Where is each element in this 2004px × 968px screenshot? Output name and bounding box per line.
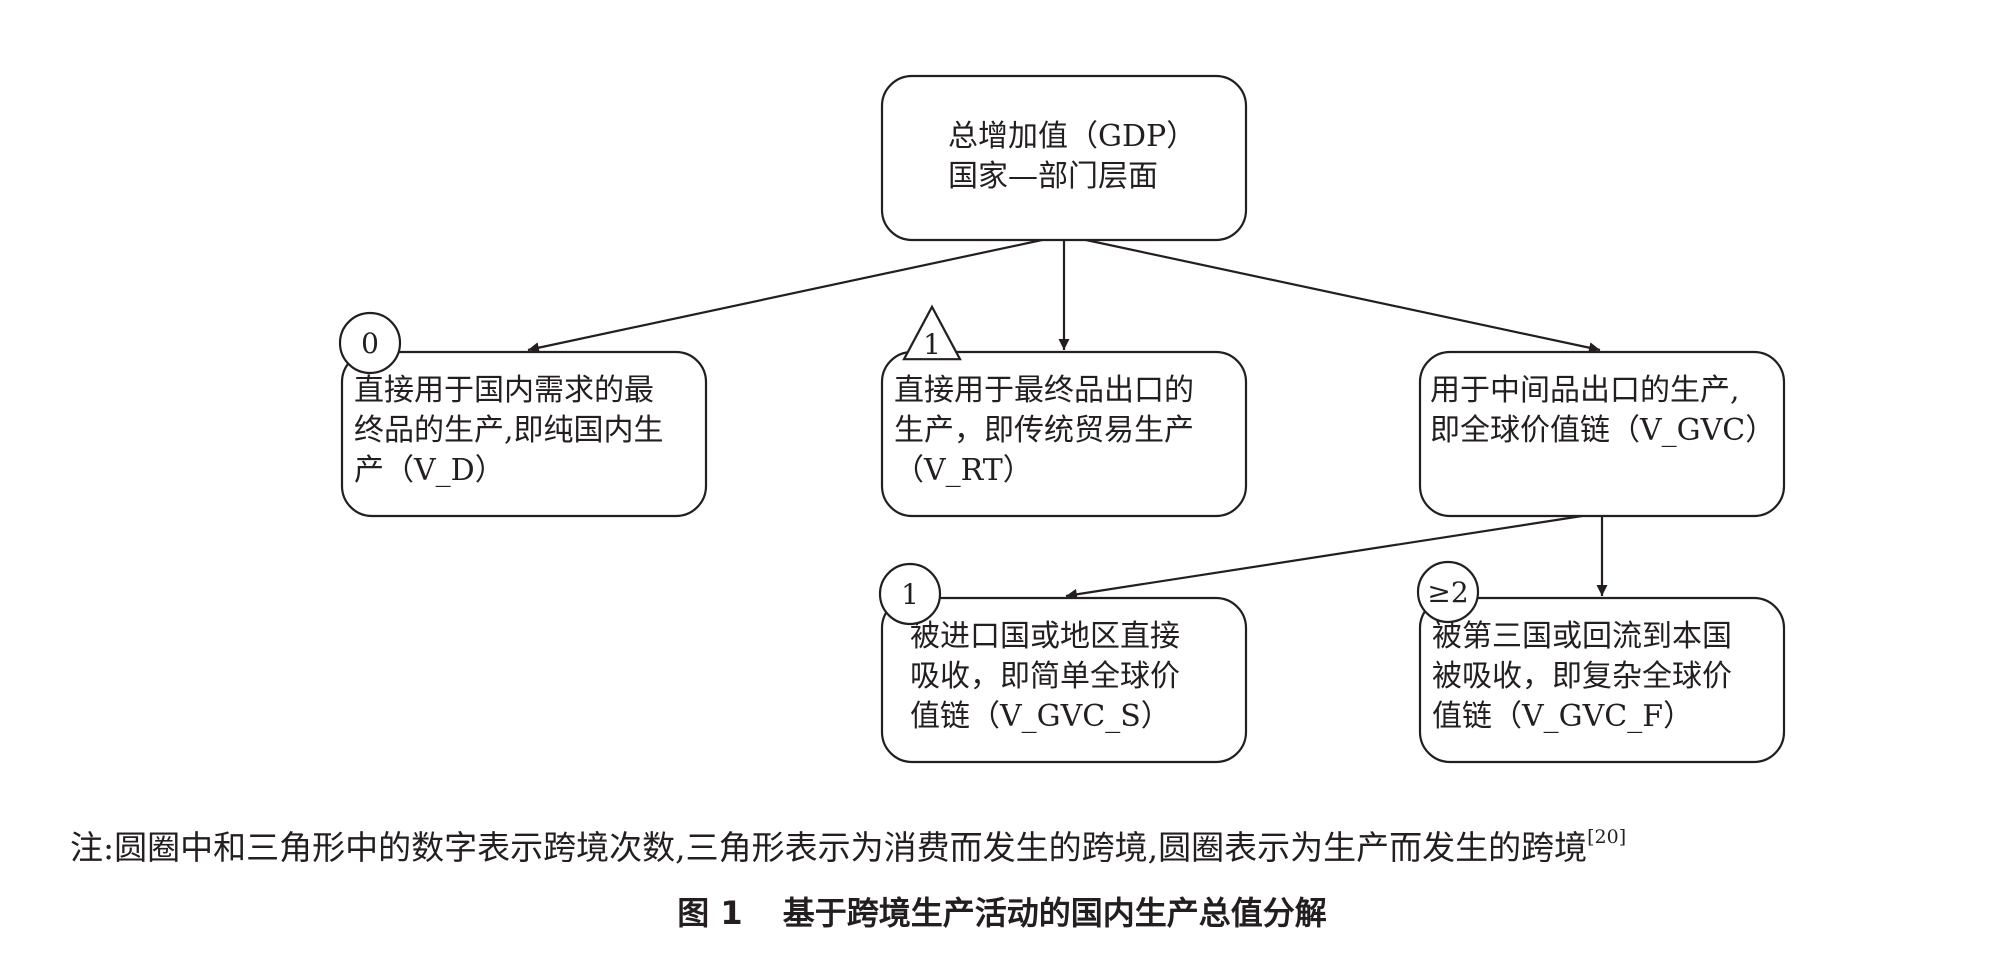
badge-label-vgvcf: ≥2 — [1427, 576, 1468, 609]
node-gdp: 总增加值（GDP） 国家—部门层面 — [880, 74, 1248, 242]
node-label-vd-line-0: 直接用于国内需求的最 — [354, 373, 654, 408]
node-label-vrt-line-0: 直接用于最终品出口的 — [894, 373, 1194, 408]
node-box-gdp — [880, 74, 1248, 242]
node-label-gdp-line-0: 总增加值（GDP） — [948, 119, 1196, 154]
badge-label-vd: 0 — [361, 327, 379, 360]
badge-vgvcs: 1 — [878, 562, 942, 626]
edge-vgvc-to-vgvcs — [1065, 514, 1583, 600]
node-label-vd-line-2: 产（V_D） — [354, 453, 505, 488]
badge-circle-vd — [338, 311, 402, 375]
badge-label-vrt: 1 — [923, 328, 941, 361]
node-label-vgvc-line-1: 即全球价值链（V_GVC） — [1430, 413, 1775, 448]
node-label-gdp-line-1: 国家—部门层面 — [948, 159, 1158, 194]
badge-vd: 0 — [338, 311, 402, 375]
note-text: 注:圆圈中和三角形中的数字表示跨境次数,三角形表示为消费而发生的跨境,圆圈表示为… — [70, 828, 1588, 867]
edge-gdp-to-vgvc — [1085, 238, 1601, 354]
badge-circle-vgvcf — [1416, 560, 1480, 624]
node-label-vd-line-1: 终品的生产,即纯国内生 — [354, 413, 664, 448]
edge-gdp-to-vd — [527, 238, 1043, 354]
node-box-vgvcs — [880, 596, 1248, 764]
badge-triangle-vrt — [902, 304, 962, 361]
node-box-vgvcf — [1418, 596, 1786, 764]
node-label-vrt-line-1: 生产，即传统贸易生产 — [894, 413, 1194, 448]
nodes-layer: 总增加值（GDP） 国家—部门层面直接用于国内需求的最终品的生产,即纯国内生产（V… — [340, 74, 1786, 764]
node-label-vrt-line-2: （V_RT） — [894, 453, 1033, 488]
node-box-vgvc — [1418, 350, 1786, 518]
node-label-vgvcf-line-2: 值链（V_GVC_F） — [1432, 699, 1693, 734]
caption-number: 图 1 — [677, 894, 743, 932]
node-label-vgvcf-line-1: 被吸收，即复杂全球价 — [1432, 659, 1732, 694]
node-label-vgvcs-line-1: 吸收，即简单全球价 — [910, 659, 1180, 694]
edges-layer — [527, 238, 1608, 600]
badge-circle-vgvcs — [878, 562, 942, 626]
node-box-vrt — [880, 350, 1248, 518]
node-label-vgvcs-line-2: 值链（V_GVC_S） — [910, 699, 1171, 734]
diagram-note: 注:圆圈中和三角形中的数字表示跨境次数,三角形表示为消费而发生的跨境,圆圈表示为… — [70, 826, 1990, 870]
node-label-vgvcf-line-0: 被第三国或回流到本国 — [1432, 619, 1732, 654]
node-label-vgvc-line-0: 用于中间品出口的生产, — [1430, 373, 1740, 408]
caption-title: 基于跨境生产活动的国内生产总值分解 — [782, 894, 1327, 932]
badge-label-vgvcs: 1 — [901, 578, 919, 611]
node-vgvc: 用于中间品出口的生产, 即全球价值链（V_GVC） — [1418, 350, 1786, 518]
node-label-vgvcs-line-0: 被进口国或地区直接 — [910, 619, 1180, 654]
figure-caption: 图 1 基于跨境生产活动的国内生产总值分解 — [0, 890, 2004, 936]
note-reference: [20] — [1587, 826, 1627, 848]
badges-layer: 0 1 1 ≥2 — [338, 304, 1480, 626]
badge-vrt: 1 — [902, 304, 962, 361]
badge-vgvcf: ≥2 — [1416, 560, 1480, 624]
node-box-vd — [340, 350, 708, 518]
